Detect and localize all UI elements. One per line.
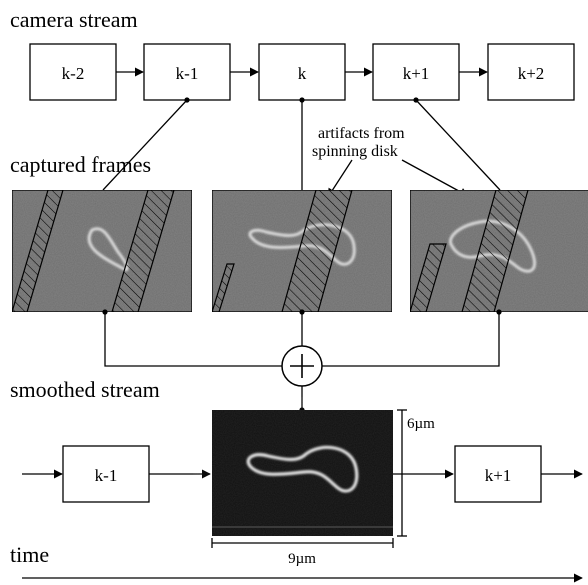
smoothed-frame-label: k-1 — [95, 466, 118, 485]
captured-frame-2 — [212, 190, 392, 312]
smoothed-frame-label: k+1 — [485, 466, 512, 485]
camera-frame-k-minus-2: k-2 — [29, 43, 117, 101]
smoothed-frame-k-plus-1: k+1 — [454, 445, 542, 503]
camera-frame-k: k — [258, 43, 346, 101]
camera-frame-k-minus-1: k-1 — [143, 43, 231, 101]
artifacts-note-line2: spinning disk — [312, 143, 398, 160]
camera-frame-label: k — [298, 64, 307, 83]
camera-frame-label: k-1 — [176, 64, 199, 83]
time-label: time — [10, 542, 49, 567]
smoothed-frame-k-minus-1: k-1 — [62, 445, 150, 503]
height-scale-label: 6µm — [407, 416, 435, 432]
sum-node — [281, 345, 323, 387]
camera-frame-label: k-2 — [62, 64, 85, 83]
sum-connectors — [102, 309, 502, 413]
height-scale-bar — [397, 409, 407, 537]
artifacts-note-line1: artifacts from — [318, 125, 405, 142]
captured-frame-3 — [410, 190, 588, 312]
camera-frame-k-plus-1: k+1 — [372, 43, 460, 101]
smoothed-frame-image — [212, 410, 393, 536]
camera-frame-label: k+2 — [518, 64, 545, 83]
smoothed-stream-label: smoothed stream — [10, 377, 160, 402]
capture-connectors — [102, 97, 501, 191]
camera-stream-label: camera stream — [10, 7, 138, 32]
captured-frames-label: captured frames — [10, 152, 151, 177]
camera-frame-k-plus-2: k+2 — [487, 43, 575, 101]
camera-frame-label: k+1 — [403, 64, 430, 83]
width-scale-label: 9µm — [288, 551, 316, 567]
width-scale-bar — [211, 538, 394, 548]
captured-frame-1 — [12, 190, 192, 312]
